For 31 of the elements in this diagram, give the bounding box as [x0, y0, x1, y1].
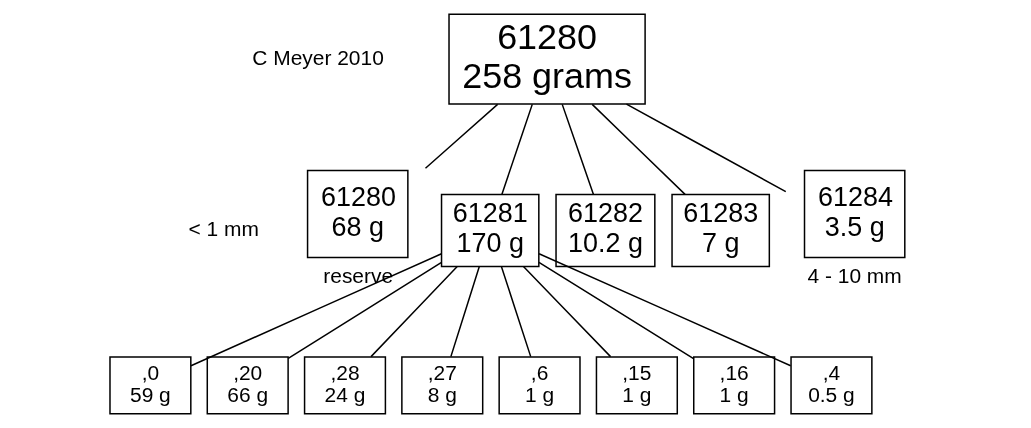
node-box: ,4 0.5 g: [789, 356, 873, 415]
node-box: ,27 8 g: [400, 356, 483, 415]
connector: [189, 253, 442, 367]
connector: [590, 103, 686, 196]
connector: [537, 253, 791, 367]
connector: [369, 265, 458, 358]
connector: [522, 265, 611, 358]
connector: [449, 265, 480, 358]
node-box: 61284 3.5 g: [803, 169, 906, 259]
node-box: ,6 1 g: [497, 356, 581, 415]
node-box: 61280 258 grams: [447, 13, 646, 105]
node-box: ,15 1 g: [595, 356, 678, 415]
node-box: 61282 10.2 g: [554, 193, 656, 268]
connector: [625, 103, 786, 193]
node-box: ,20 66 g: [206, 356, 289, 415]
node-label: 4 - 10 mm: [807, 264, 902, 288]
node-box: ,0 59 g: [108, 356, 192, 415]
connector: [287, 261, 442, 360]
node-box: ,16 1 g: [692, 356, 775, 415]
connector: [537, 261, 694, 360]
node-label: reserve: [322, 264, 393, 288]
label: < 1 mm: [188, 217, 259, 240]
connector: [424, 103, 498, 169]
node-box: 61283 7 g: [670, 193, 770, 268]
connector: [500, 103, 533, 196]
node-box: ,28 24 g: [303, 356, 386, 415]
label: C Meyer 2010: [251, 45, 384, 69]
node-box: 61280 68 g: [306, 169, 409, 259]
node-box: 61281 170 g: [440, 193, 540, 268]
connector: [500, 265, 531, 358]
connector: [561, 103, 594, 196]
